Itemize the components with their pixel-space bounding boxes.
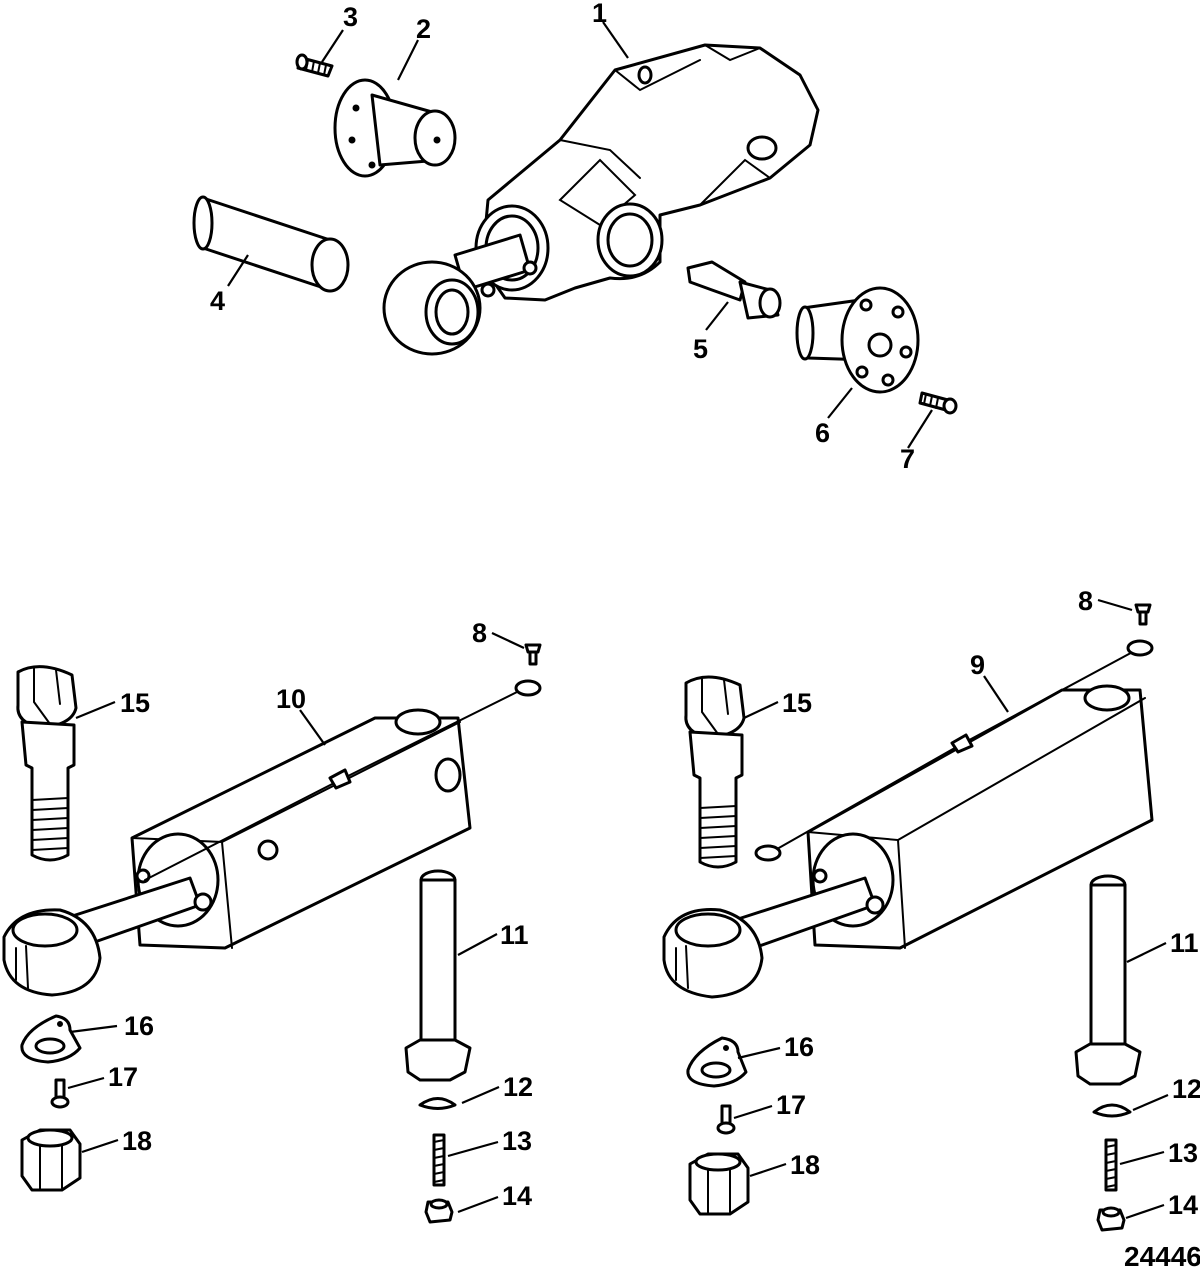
part-3-screw xyxy=(295,53,334,78)
part-12-washer-left xyxy=(418,1097,457,1110)
part-1-steering-cylinder-housing xyxy=(382,43,820,356)
part-12-washer-right xyxy=(1092,1103,1132,1118)
callout-4: 4 xyxy=(210,286,225,316)
callout-13-left: 13 xyxy=(502,1126,532,1156)
callout-labels: 1 2 3 4 5 6 7 8 8 9 10 11 11 12 12 13 13… xyxy=(108,0,1200,1220)
callout-15-right: 15 xyxy=(782,688,812,718)
part-15-bolt-right xyxy=(684,675,746,869)
callout-12-right: 12 xyxy=(1172,1074,1200,1104)
callout-17-left: 17 xyxy=(108,1062,138,1092)
callout-14-right: 14 xyxy=(1168,1190,1198,1220)
callout-13-right: 13 xyxy=(1168,1138,1198,1168)
callout-9: 9 xyxy=(970,650,985,680)
part-14-nut-right xyxy=(1096,1206,1126,1232)
part-2-pivot-pin-flange xyxy=(333,78,457,178)
callout-8-left: 8 xyxy=(472,618,487,648)
part-14-nut-left xyxy=(424,1198,454,1224)
part-8-screw-right xyxy=(1134,603,1152,626)
part-15-bolt-left xyxy=(16,665,78,862)
part-4-sleeve xyxy=(192,195,350,293)
callout-6: 6 xyxy=(815,418,830,448)
part-13-stud-left xyxy=(432,1133,446,1187)
leader-lines xyxy=(67,21,1169,1220)
callout-14-left: 14 xyxy=(502,1181,532,1211)
part-9-cylinder-right xyxy=(662,639,1154,999)
part-18-nut-left xyxy=(20,1128,82,1192)
part-16-tab-washer-left xyxy=(20,1014,82,1064)
callout-11-left: 11 xyxy=(500,920,529,950)
part-8-screw-left xyxy=(524,643,542,666)
part-5-fitting xyxy=(686,260,782,320)
part-10-cylinder-left xyxy=(2,679,542,997)
callout-18-right: 18 xyxy=(790,1150,820,1180)
callout-16-left: 16 xyxy=(124,1011,154,1041)
part-11-pin-right xyxy=(1074,874,1142,1086)
callout-12-left: 12 xyxy=(503,1072,533,1102)
callout-3: 3 xyxy=(343,2,358,32)
part-16-tab-washer-right xyxy=(686,1036,748,1088)
callout-18-left: 18 xyxy=(122,1126,152,1156)
callout-11-right: 11 xyxy=(1170,928,1199,958)
part-18-nut-right xyxy=(688,1152,750,1216)
callout-17-right: 17 xyxy=(776,1090,806,1120)
callout-16-right: 16 xyxy=(784,1032,814,1062)
part-17-screw-right xyxy=(716,1104,736,1135)
callout-2: 2 xyxy=(416,14,431,44)
callout-7: 7 xyxy=(900,444,915,474)
part-7-screw xyxy=(918,391,958,415)
callout-5: 5 xyxy=(693,334,708,364)
part-6-flange xyxy=(795,286,920,394)
part-11-pin-left xyxy=(404,869,472,1082)
part-13-stud-right xyxy=(1104,1138,1118,1192)
callout-8-right: 8 xyxy=(1078,586,1093,616)
figure-number: 24446 xyxy=(1124,1241,1200,1272)
callout-10: 10 xyxy=(276,684,306,714)
part-17-screw-left xyxy=(50,1078,70,1109)
callout-15-left: 15 xyxy=(120,688,150,718)
callout-1: 1 xyxy=(592,0,607,28)
